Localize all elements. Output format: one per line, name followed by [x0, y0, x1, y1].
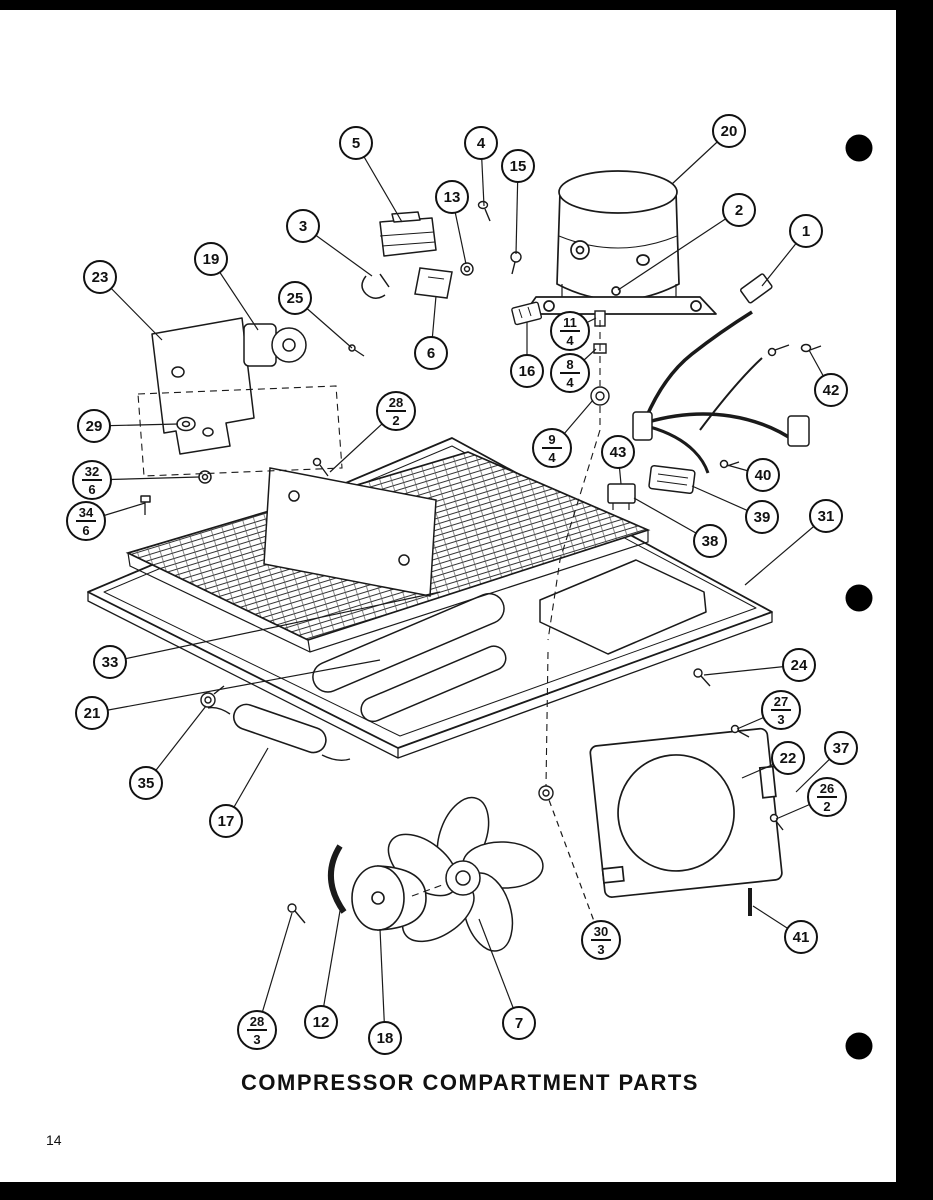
fan-shroud	[589, 727, 783, 898]
right-border-bar	[896, 0, 933, 1200]
alignment-lines	[137, 320, 601, 897]
shroud-screws	[538, 668, 784, 831]
bracket-clip	[414, 267, 453, 299]
coil-mounting-plate	[263, 344, 437, 597]
tube-clamp	[200, 685, 225, 708]
relay-capacitor-parts	[607, 459, 740, 510]
page-number: 14	[46, 1132, 62, 1148]
diagram-title: COMPRESSOR COMPARTMENT PARTS	[241, 1070, 699, 1095]
filter-drier	[207, 703, 351, 762]
bottom-border-bar	[0, 1182, 933, 1200]
registration-dot	[845, 1032, 873, 1060]
harness-connectors	[632, 273, 822, 447]
motor-screw	[287, 903, 306, 924]
wiring-harness	[644, 310, 798, 474]
relay-overload	[379, 211, 437, 257]
top-border-bar	[0, 0, 933, 10]
registration-dot	[845, 584, 873, 612]
compressor-bracket	[140, 317, 307, 515]
fan-blade	[387, 796, 544, 952]
registration-dot	[845, 134, 873, 162]
motor-strap	[327, 844, 347, 914]
clip-part	[361, 273, 390, 299]
compressor	[523, 170, 717, 315]
small-fasteners	[460, 200, 610, 406]
fan-motor	[351, 865, 427, 931]
